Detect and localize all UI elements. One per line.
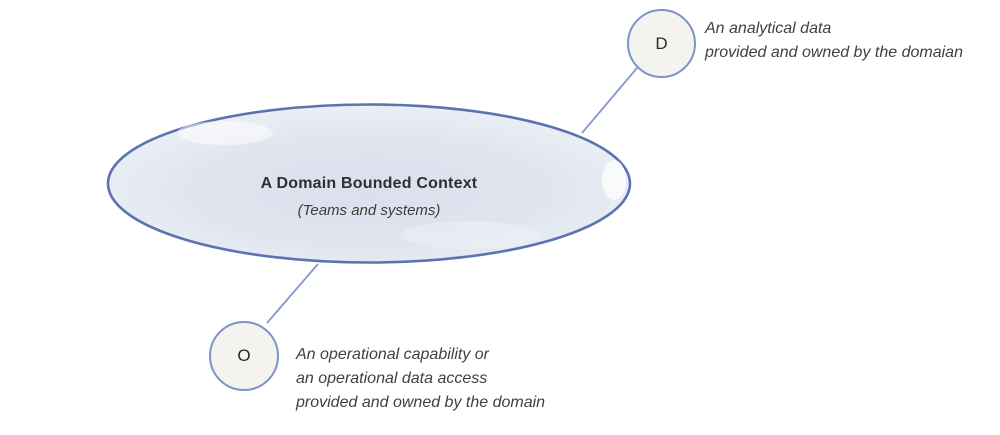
connector-to-analytical-node: [581, 67, 638, 134]
analytical-data-node[interactable]: [627, 9, 696, 78]
operational-caption-line: An operational capability or: [296, 346, 490, 363]
connector-to-operational-node: [266, 263, 319, 324]
operational-caption-line: an operational data access: [296, 370, 488, 387]
ellipse-highlight-patch: [400, 221, 540, 249]
analytical-caption-line: provided and owned by the domaian: [705, 43, 963, 61]
analytical-caption-line: An analytical data: [705, 20, 832, 37]
operational-node[interactable]: [209, 321, 279, 391]
operational-caption-line: provided and owned by the domain: [296, 394, 546, 411]
operational-caption: An operational capability or an operatio…: [296, 343, 545, 415]
ellipse-highlight-patch: [602, 160, 626, 200]
ellipse-highlight-patch: [177, 121, 273, 145]
analytical-caption: An analytical data provided and owned by…: [705, 17, 963, 64]
